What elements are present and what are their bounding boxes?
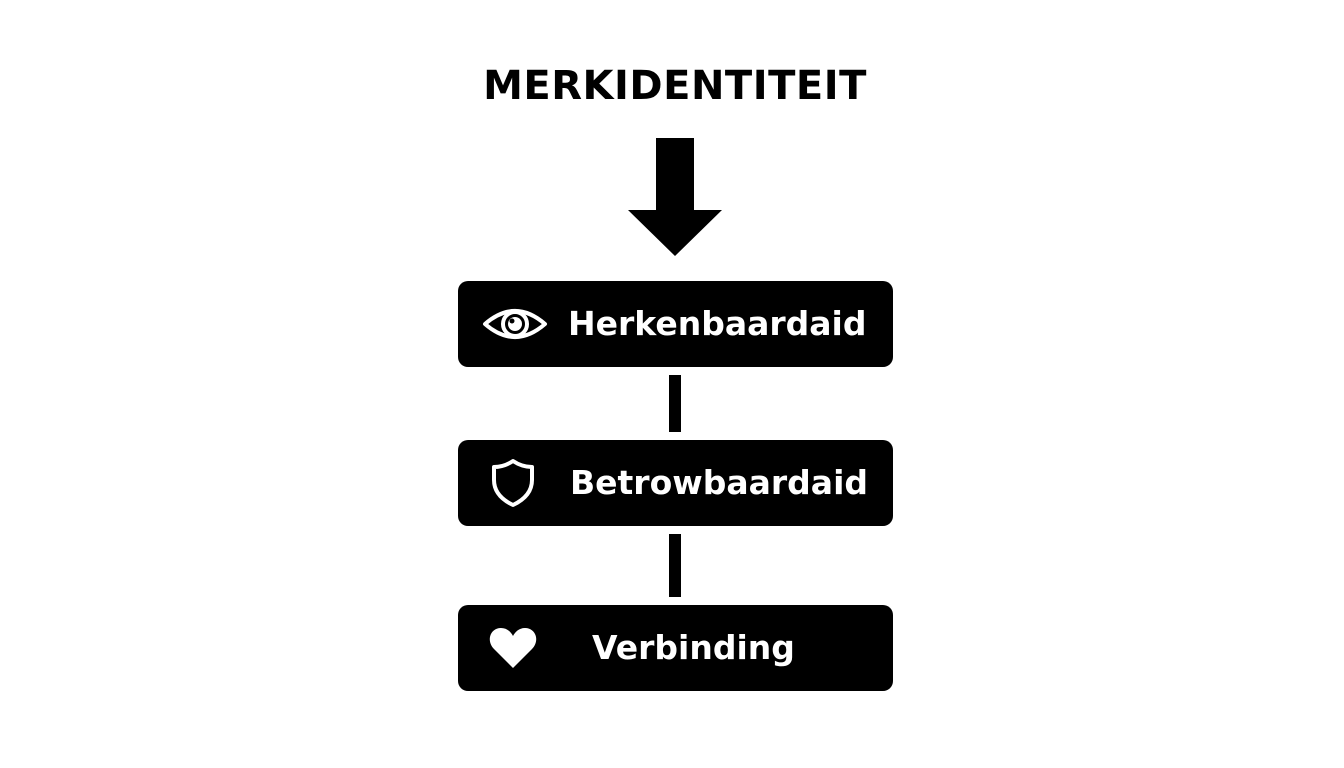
eye-icon bbox=[480, 281, 550, 367]
step-label: Herkenbaardaid bbox=[568, 304, 867, 343]
step-box-verbinding: Verbinding bbox=[458, 605, 893, 691]
diagram-title: MERKIDENTITEIT bbox=[483, 63, 867, 109]
connector-line bbox=[669, 534, 681, 597]
step-label: Betrowbaardaid bbox=[570, 463, 868, 502]
step-label: Verbinding bbox=[592, 628, 795, 667]
connector-line bbox=[669, 375, 681, 432]
step-box-herkenbaarheid: Herkenbaardaid bbox=[458, 281, 893, 367]
down-arrow-icon bbox=[628, 138, 722, 256]
heart-icon bbox=[486, 605, 540, 691]
shield-icon bbox=[486, 440, 540, 526]
step-box-betrouwbaarheid: Betrowbaardaid bbox=[458, 440, 893, 526]
